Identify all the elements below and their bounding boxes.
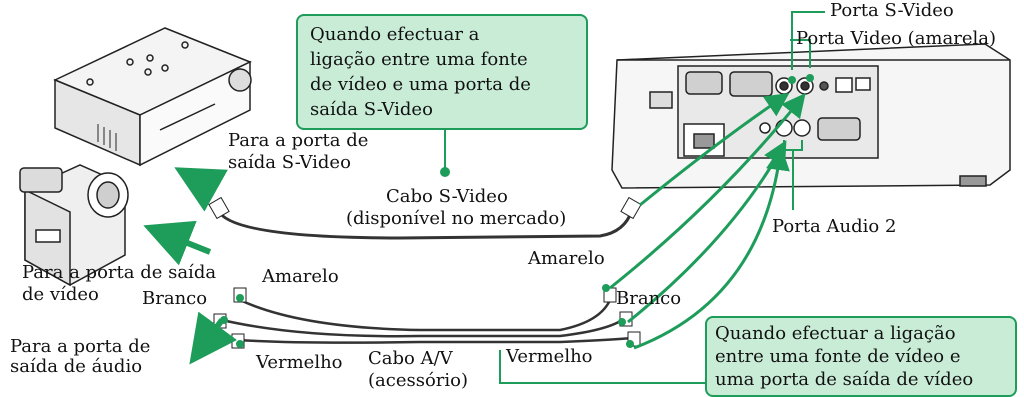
port-leaders <box>783 11 825 210</box>
label-para-video-2: de vídeo <box>22 284 99 305</box>
label-porta-svideo: Porta S-Video <box>830 0 954 21</box>
label-cabo-svideo-1: Cabo S-Video <box>386 186 508 207</box>
callout-stem-video <box>499 350 705 384</box>
label-branco-right: Branco <box>616 288 682 309</box>
callout-svideo-connection: Quando efectuar a ligação entre uma font… <box>296 14 588 130</box>
source-arrows <box>143 167 238 365</box>
label-cabo-av-1: Cabo A/V <box>368 348 453 369</box>
label-cabo-av-2: (acessório) <box>368 370 469 391</box>
label-branco-left: Branco <box>142 288 208 309</box>
label-para-audio-1: Para a porta de <box>10 336 151 357</box>
label-para-svideo-2: saída S-Video <box>228 152 351 173</box>
svideo-cable <box>216 209 634 240</box>
camcorder-icon <box>19 164 129 287</box>
label-vermelho-right: Vermelho <box>506 346 593 367</box>
label-vermelho-left: Vermelho <box>256 352 343 373</box>
callout-video-connection: Quando efectuar a ligação entre uma font… <box>705 316 1017 397</box>
video-player-icon <box>53 27 252 167</box>
label-amarelo-right: Amarelo <box>528 248 605 269</box>
projector-icon <box>611 43 1011 189</box>
projector-arrows <box>609 92 806 350</box>
label-porta-audio2: Porta Audio 2 <box>772 216 897 237</box>
label-para-audio-2: saída de áudio <box>10 356 143 377</box>
label-para-video-1: Para a porta de saída <box>22 262 217 283</box>
av-cable <box>221 298 633 344</box>
label-porta-video: Porta Video (amarela) <box>796 28 997 49</box>
label-para-svideo-1: Para a porta de <box>228 130 369 151</box>
label-cabo-svideo-2: (disponível no mercado) <box>346 208 567 229</box>
label-amarelo-left: Amarelo <box>262 266 339 287</box>
